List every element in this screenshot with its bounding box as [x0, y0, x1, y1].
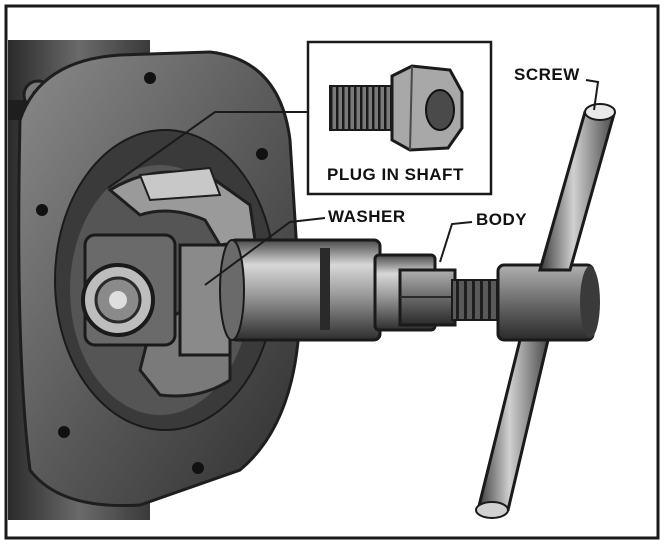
plug-thread: [329, 85, 393, 131]
figure-frame: [4, 4, 660, 540]
flange-bolt-hole: [58, 426, 70, 438]
t-handle-bar-tip: [584, 103, 616, 121]
washer-leader-line: [204, 217, 326, 286]
flange-bolt-hole: [192, 462, 204, 474]
plug-leader-line: [107, 111, 308, 189]
screw-thread: [451, 279, 503, 321]
flange-bolt-hole: [256, 148, 268, 160]
t-handle-bar-end: [475, 501, 509, 519]
body-leader-line: [439, 221, 473, 263]
flange-bolt-hole: [36, 204, 48, 216]
yoke-top: [138, 166, 222, 202]
label-body: BODY: [476, 210, 527, 229]
label-washer: WASHER: [328, 207, 406, 226]
barrel-slot: [320, 248, 330, 330]
plug-socket: [425, 89, 455, 131]
bearing-cap-center: [109, 291, 127, 309]
tool-body-barrel: [228, 238, 382, 342]
plug-hex-edge: [409, 65, 413, 151]
t-handle-block: [496, 263, 595, 342]
label-screw: SCREW: [514, 65, 580, 84]
label-plug-in-shaft: PLUG IN SHAFT: [327, 165, 464, 184]
barrel-end: [219, 239, 245, 341]
screw-leader-line: [585, 79, 600, 111]
flange-bolt-hole: [144, 72, 156, 84]
t-handle-block-face: [580, 266, 600, 338]
